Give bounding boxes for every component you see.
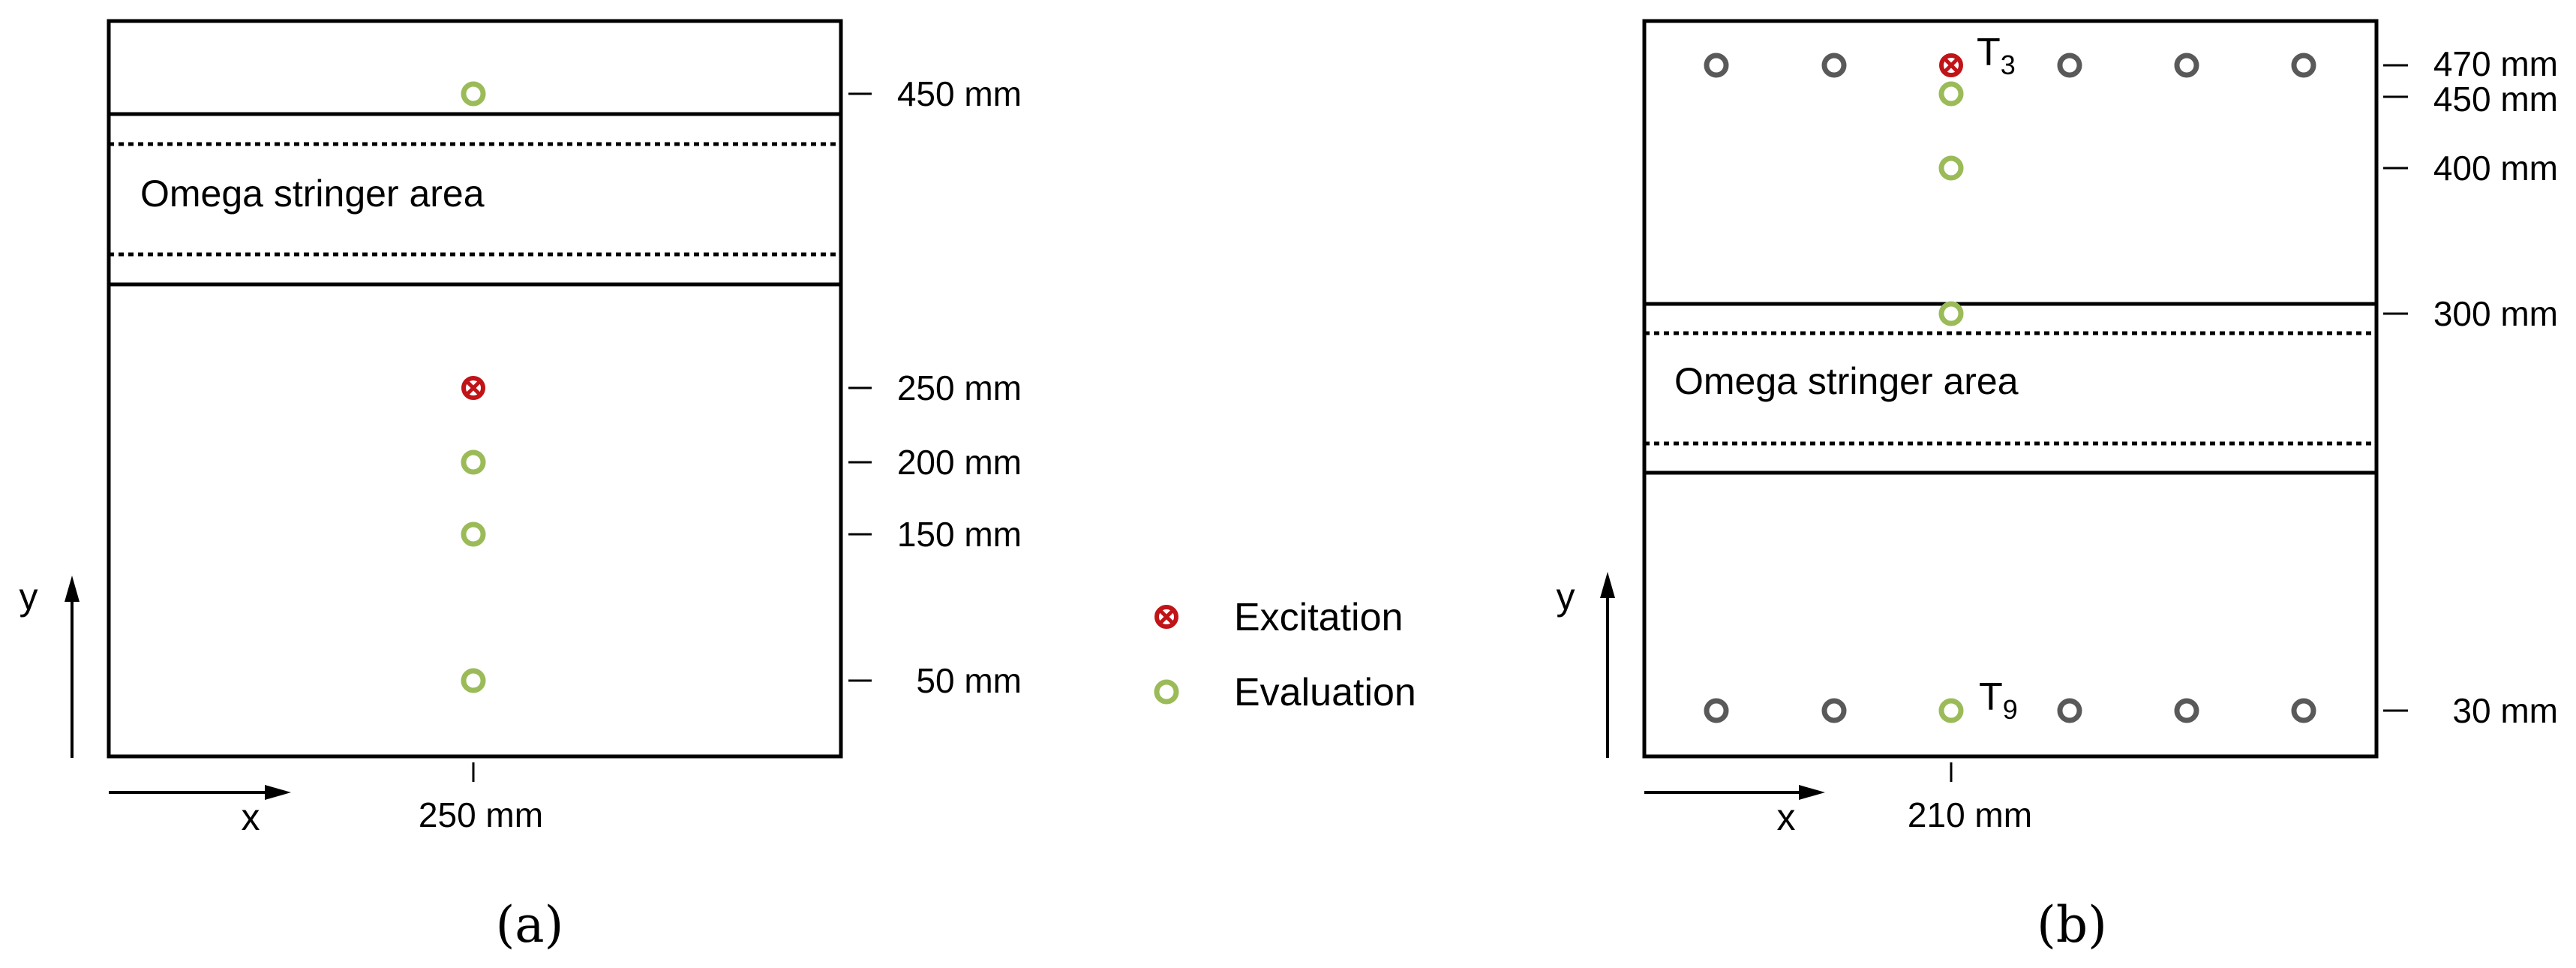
panel-a-y-label: 450 mm — [897, 74, 1022, 113]
panel-a-evaluation-point-50 — [461, 668, 486, 693]
panel-b-sensor-row-top — [1704, 53, 2316, 78]
sensor-point — [1704, 698, 1729, 723]
panel-b-y-label: 30 mm — [2452, 691, 2558, 730]
panel-a-plate — [107, 19, 843, 759]
legend-evaluation-label: Evaluation — [1234, 671, 1416, 714]
sensor-point — [2291, 698, 2316, 723]
panel-b-evaluation-point-400 — [1938, 155, 1964, 181]
sensor-point — [2057, 698, 2082, 723]
panel-b-sensor-t3-label: T3 — [1977, 31, 2016, 80]
panel-b-y-label: 300 mm — [2433, 294, 2558, 333]
panel-a-y-axis-arrow — [65, 576, 80, 758]
panel-b-evaluation-point-450 — [1938, 81, 1964, 107]
panel-a-evaluation-point-450 — [461, 81, 486, 107]
panel-a-y-label: 150 mm — [897, 515, 1022, 554]
panel-a-y-axis-label: y — [20, 576, 38, 618]
sensor-point — [1821, 698, 1847, 723]
panel-a-y-label: 200 mm — [897, 443, 1022, 482]
sensor-point — [2057, 53, 2082, 78]
panel-b-evaluation-point-30 — [1938, 698, 1964, 723]
panel-b-x-position-label: 210 mm — [1908, 795, 2032, 834]
panel-a-x-position-label: 250 mm — [419, 795, 543, 834]
sensor-point — [2174, 53, 2199, 78]
sensor-point — [1821, 53, 1847, 78]
panel-a-x-axis-label: x — [242, 796, 260, 838]
sensor-point — [2291, 53, 2316, 78]
panel-b-excitation-point-470 — [1939, 53, 1963, 77]
panel-b-area-label: Omega stringer area — [1674, 360, 2019, 402]
panel-b-sensor-t9-label: T9 — [1979, 675, 2018, 725]
panel-b-evaluation-point-300 — [1938, 301, 1964, 326]
panel-b-x-axis-label: x — [1777, 796, 1796, 838]
panel-b: Omega stringer area T3 T9 — [1557, 19, 2558, 954]
panel-a-excitation-point-250 — [461, 376, 485, 400]
panel-a-y-label: 50 mm — [916, 661, 1022, 700]
legend-excitation-icon — [1154, 605, 1178, 629]
panel-a-caption: (a) — [496, 896, 564, 954]
panel-a-evaluation-point-200 — [461, 449, 486, 475]
panel-b-plate — [1642, 19, 2379, 759]
legend: Excitation Evaluation — [1154, 596, 1416, 714]
legend-evaluation-icon — [1154, 679, 1179, 705]
panel-a-y-label: 250 mm — [897, 368, 1022, 407]
legend-excitation-label: Excitation — [1234, 596, 1403, 639]
sensor-point — [2174, 698, 2199, 723]
panel-a: Omega stringer area 450 mm 250 mm 200 mm… — [20, 19, 1022, 954]
panel-a-x-axis-arrow — [109, 785, 291, 800]
panel-b-x-axis-arrow — [1644, 785, 1825, 800]
panel-a-evaluation-point-150 — [461, 522, 486, 547]
panel-b-y-label: 450 mm — [2433, 80, 2558, 119]
panel-a-area-label: Omega stringer area — [140, 173, 485, 215]
panel-b-y-label: 470 mm — [2433, 44, 2558, 83]
panel-b-sensor-row-bottom — [1704, 698, 2316, 723]
sensor-point — [1704, 53, 1729, 78]
panel-b-y-axis-arrow — [1600, 572, 1615, 758]
panel-b-y-label: 400 mm — [2433, 149, 2558, 188]
panel-b-caption: (b) — [2037, 896, 2107, 954]
panel-b-y-axis-label: y — [1557, 576, 1575, 618]
